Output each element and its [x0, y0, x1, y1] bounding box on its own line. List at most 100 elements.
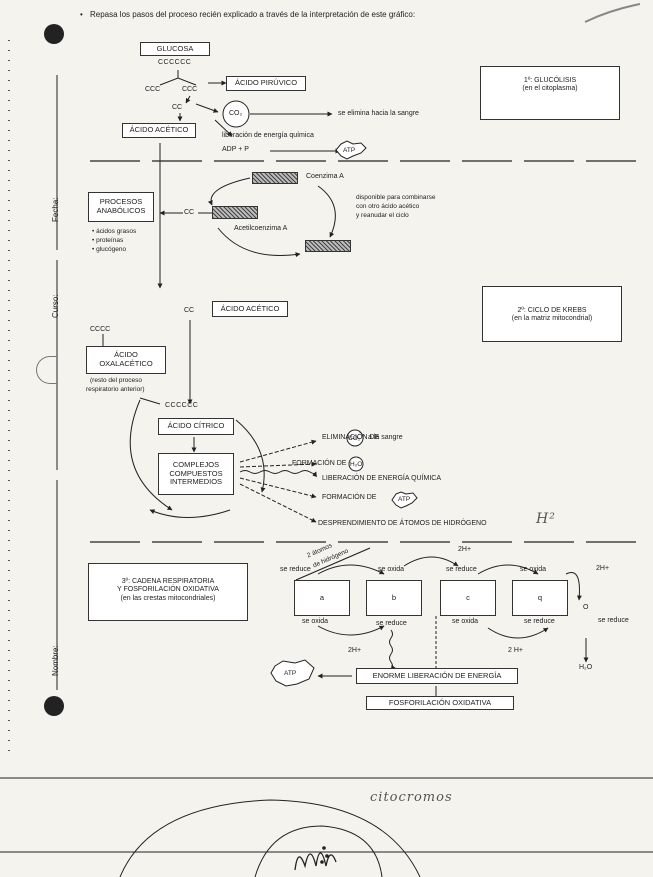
- anabolic-item-1: • ácidos grasos: [92, 228, 137, 235]
- resto-line-2: respiratorio anterior): [86, 386, 145, 393]
- section-cadena-title: 3º: CADENA RESPIRATORIA: [121, 578, 215, 585]
- out-arrow-4: [239, 477, 317, 499]
- co2-circle-2: [346, 429, 364, 447]
- h-bottom-left: 2H+: [348, 647, 362, 654]
- arrow-top-cq: [477, 564, 539, 575]
- anabolic-item-2-text: proteínas: [96, 237, 124, 244]
- o-label: O: [583, 604, 589, 611]
- ccc-right: CCC: [182, 86, 198, 93]
- h-top: 2H+: [458, 546, 472, 553]
- arrow-to-co2: [195, 103, 219, 113]
- out-elim-label: ELIMINACIÓN DE: [322, 434, 380, 441]
- elimina-text: se elimina hacia la sangre: [338, 110, 419, 117]
- arrow-q-o: [565, 572, 582, 601]
- bottom-label-c: se oxida: [452, 618, 479, 625]
- h-bottom-right: 2 H+: [508, 647, 523, 654]
- enorme-liberacion-box: ENORME LIBERACIÓN DE ENERGÍA: [356, 668, 518, 684]
- section-glucolisis: 1º: GLUCÓLISIS (en el citoplasma): [480, 66, 620, 120]
- sketch-dot-1: [322, 846, 326, 850]
- wavy-to-enorme: [389, 629, 396, 671]
- out-arrow-3: [239, 470, 317, 478]
- cc-krebs-2: CC: [184, 307, 195, 314]
- top-label-q: se oxida: [520, 566, 547, 573]
- ccc-to-cc: [185, 95, 191, 104]
- top-label-a: se reduce: [280, 566, 311, 573]
- section-krebs-subtitle: (en la matriz mitocondrial): [511, 315, 593, 323]
- arrow-coenzima-right: [317, 185, 336, 238]
- bottom-label-q: se reduce: [524, 618, 555, 625]
- arrow-coenzima-down: [207, 177, 251, 206]
- procesos-line-1: PROCESOS: [99, 197, 143, 207]
- section-cadena-title2: Y FOSFORILACIÓN OXIDATIVA: [117, 586, 219, 594]
- coenzima-label: Coenzima A: [306, 173, 344, 180]
- out-form-label: FORMACIÓN DE: [292, 460, 347, 467]
- margin-label-nombre: Nombre:: [51, 645, 60, 676]
- margin-label-fecha: Fecha:: [51, 197, 60, 222]
- disponible-line-1: disponible para combinarse: [356, 194, 436, 201]
- citrico-box: ÁCIDO CÍTRICO: [158, 418, 234, 435]
- section-cadena-subtitle: (en las crestas mitocondriales): [120, 594, 216, 602]
- bottom-label-b: se reduce: [376, 620, 407, 627]
- disponible-line-3: y reanudar el ciclo: [356, 212, 409, 219]
- glucosa-split: [159, 77, 197, 86]
- handwritten-citocromos: citocromos: [370, 790, 453, 805]
- atp-burst-2: [391, 491, 418, 509]
- complejos-line-3: INTERMEDIOS: [169, 477, 223, 487]
- section-krebs: 2º: CICLO DE KREBS (en la matriz mitocon…: [482, 286, 622, 342]
- cycle-bottom-arc: [149, 509, 231, 518]
- out-h2o: H₂O: [350, 461, 363, 468]
- acetilcoenzima-label: Acetilcoenzima A: [234, 225, 288, 232]
- oxalacetico-line-1: ÁCIDO: [114, 350, 138, 360]
- cadena-box-q: q: [512, 580, 568, 616]
- cadena-box-b: b: [366, 580, 422, 616]
- h2o-circle: [348, 456, 364, 472]
- co2-circle-1: [222, 100, 250, 128]
- sketch-mitochondria: [254, 825, 383, 877]
- section-glucolisis-title: 1º: GLUCÓLISIS: [523, 77, 577, 84]
- o-reduce-label: se reduce: [598, 617, 629, 624]
- acetilcoenzima-hatch: [212, 206, 258, 219]
- hidrogeno-diag: [295, 547, 371, 581]
- out-form-atp-label: FORMACIÓN DE: [322, 494, 377, 501]
- instruction-text: Repasa los pasos del proceso recién expl…: [90, 10, 416, 19]
- cadena-box-a: a: [294, 580, 350, 616]
- disponible-line-2: con otro ácido acético: [356, 203, 420, 210]
- coenzima-hatch-bottom: [305, 240, 351, 252]
- cccc-label: CCCC: [90, 326, 111, 333]
- ccc-left: CCC: [145, 86, 161, 93]
- arrow-bottom-cq: [487, 627, 549, 639]
- anabolic-item-3-text: glucógeno: [96, 246, 127, 253]
- h-right: 2H+: [596, 565, 610, 572]
- complejos-box: COMPLEJOS COMPUESTOS INTERMEDIOS: [158, 453, 234, 495]
- out-arrow-5: [239, 483, 317, 523]
- co2-glucolisis: CO₂: [229, 110, 243, 117]
- arrow-top-ab: [317, 564, 385, 575]
- glucosa-box: GLUCOSA: [140, 42, 210, 56]
- chain6-label: CCCCCC: [165, 402, 199, 409]
- anabolic-item-3: • glucógeno: [92, 246, 127, 253]
- anabolic-item-1-text: ácidos grasos: [96, 228, 137, 235]
- out-arrow-2: [239, 461, 317, 468]
- bottom-label-a: se oxida: [302, 618, 329, 625]
- section-glucolisis-subtitle: (en el citoplasma): [522, 85, 578, 93]
- binder-hole-top: [44, 24, 64, 44]
- atp-burst-1: [335, 140, 367, 160]
- cycle-left-arc: [129, 399, 173, 511]
- adp-text: ADP + P: [222, 146, 249, 153]
- oxalacetico-line-2: OXALACÉTICO: [99, 359, 153, 368]
- procesos-anabolicos-box: PROCESOS ANABÓLICOS: [88, 192, 154, 222]
- arrow-bottom-ab: [317, 625, 385, 636]
- oxalacetico-box: ÁCIDO OXALACÉTICO: [86, 346, 166, 374]
- top-label-c: se reduce: [446, 566, 477, 573]
- resto-line-1: (resto del proceso: [90, 377, 143, 384]
- acido-piruvico-box: ÁCIDO PIRÚVICO: [226, 76, 306, 91]
- sketch-dot-3: [320, 860, 324, 864]
- complejos-line-1: COMPLEJOS: [172, 460, 220, 470]
- handwritten-h2: H²: [536, 511, 556, 527]
- binder-hole-middle: [36, 356, 57, 384]
- out-atp: ATP: [398, 496, 411, 503]
- acido-acetico-box-1: ÁCIDO ACÉTICO: [122, 123, 196, 138]
- smudge-mark: [584, 3, 641, 23]
